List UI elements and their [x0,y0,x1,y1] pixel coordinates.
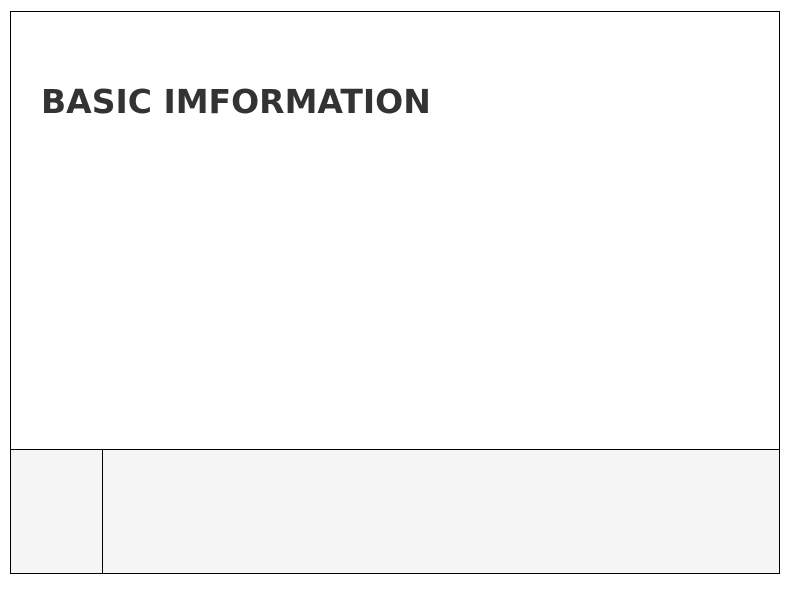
footer-right-cell [103,450,779,573]
panel-title: BASIC IMFORMATION [41,82,431,121]
footer-left-cell [11,450,103,573]
basic-information-panel: BASIC IMFORMATION [10,11,780,574]
panel-header: BASIC IMFORMATION [11,12,779,449]
panel-footer [11,449,779,573]
